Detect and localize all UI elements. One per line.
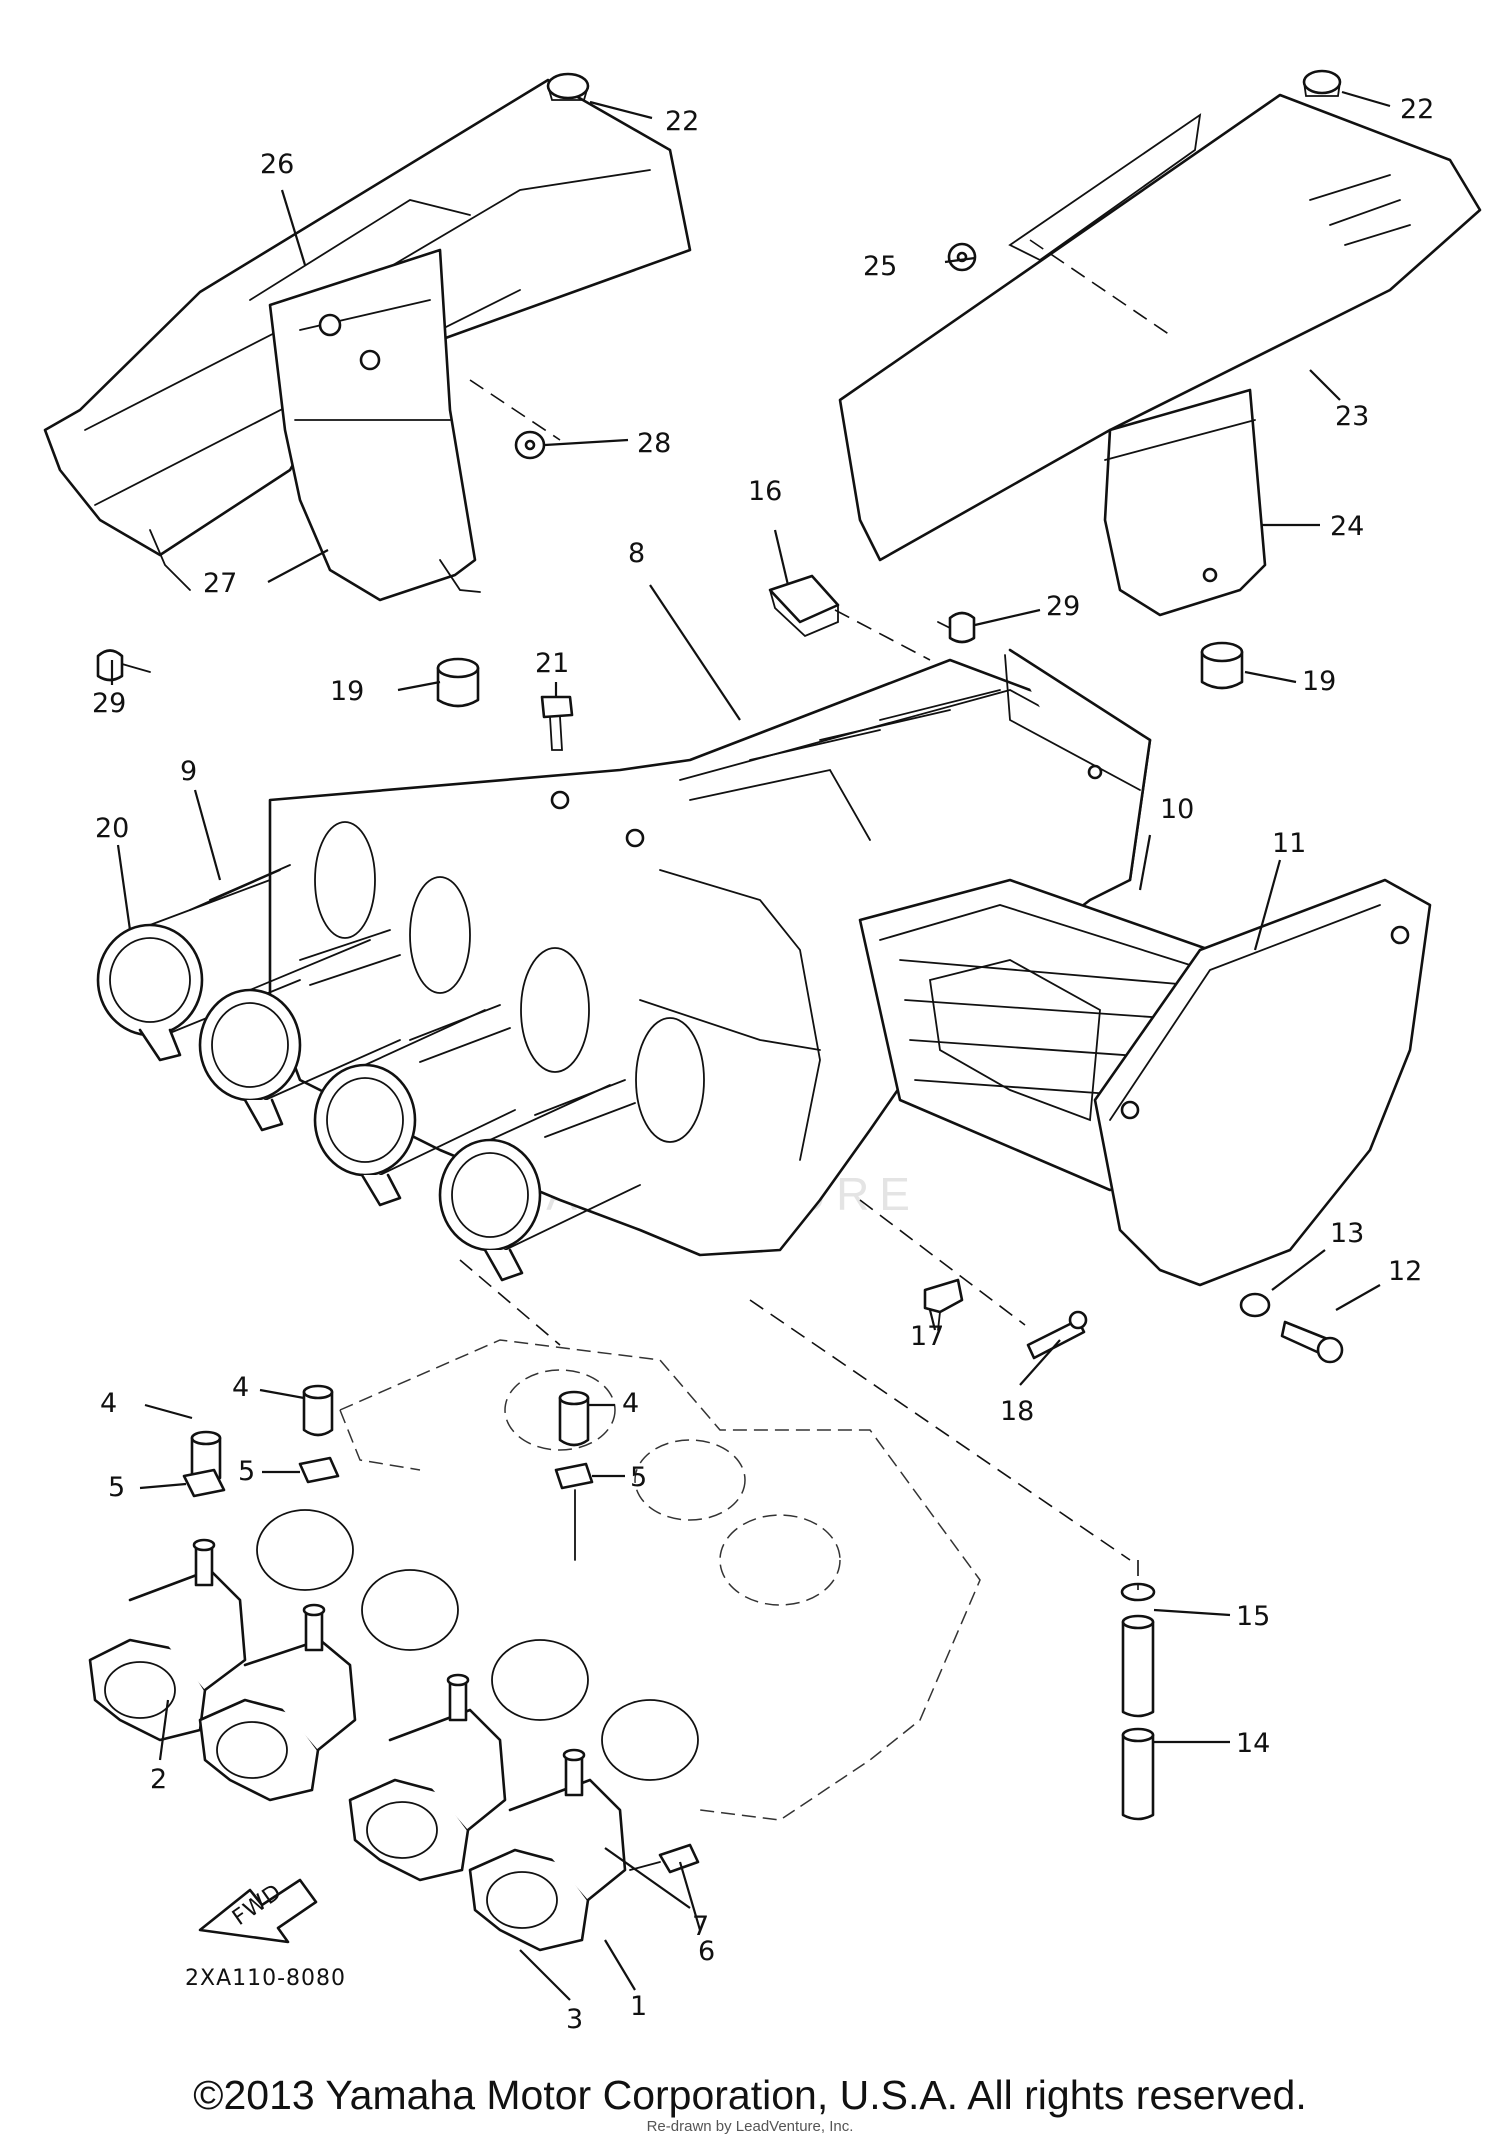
- right-side-cover: [838, 93, 1482, 617]
- hardware-top: [96, 69, 1342, 751]
- callout-29-left: 29: [92, 688, 126, 719]
- filter-fasteners: [923, 1278, 1344, 1364]
- callout-19-right: 19: [1302, 666, 1336, 697]
- callout-11: 11: [1272, 828, 1306, 859]
- callout-4-b: 4: [232, 1372, 249, 1403]
- assembly-dash-lines: [459, 239, 1171, 1590]
- hose-and-clamp: [1120, 1582, 1156, 1821]
- callout-21: 21: [535, 648, 569, 679]
- copyright-notice: ©2013 Yamaha Motor Corporation, U.S.A. A…: [193, 2072, 1307, 2118]
- callout-5-b: 5: [238, 1456, 255, 1487]
- intake-manifolds: FWD: [88, 1509, 700, 1952]
- air-filter-cover: [1093, 878, 1432, 1287]
- callout-6: 6: [698, 1936, 715, 1967]
- callout-4-a: 4: [100, 1388, 117, 1419]
- callout-14: 14: [1236, 1728, 1270, 1759]
- callout-labels: 22 22 26 25 23 28 24 16 8 27 29 29 21 19…: [92, 94, 1434, 2035]
- callout-10: 10: [1160, 794, 1194, 825]
- left-side-cover: [43, 78, 692, 602]
- callout-22-right: 22: [1400, 94, 1434, 125]
- callout-1: 1: [630, 1991, 647, 2022]
- callout-26: 26: [260, 149, 294, 180]
- callout-13: 13: [1330, 1218, 1364, 1249]
- redraw-credit: Re-drawn by LeadVenture, Inc.: [646, 2118, 854, 2135]
- callout-20: 20: [95, 813, 129, 844]
- callout-19-left: 19: [330, 676, 364, 707]
- callout-7: 7: [692, 1911, 709, 1942]
- callout-17: 17: [910, 1321, 944, 1352]
- leader-lines: [110, 90, 1391, 2001]
- callout-23: 23: [1335, 401, 1369, 432]
- callout-2: 2: [150, 1764, 167, 1795]
- drawing-code: 2XA110-8080: [185, 1966, 346, 1991]
- callout-4-c: 4: [622, 1388, 639, 1419]
- engine-outline-ghost: [339, 1339, 981, 1821]
- callout-28: 28: [637, 428, 671, 459]
- callout-25: 25: [863, 251, 897, 282]
- callout-9: 9: [180, 756, 197, 787]
- callout-22-left: 22: [665, 106, 699, 137]
- callout-27: 27: [203, 568, 237, 599]
- callout-16: 16: [748, 476, 782, 507]
- callout-8: 8: [628, 538, 645, 569]
- callout-5-a: 5: [108, 1472, 125, 1503]
- carburetor-joints: [96, 864, 641, 1282]
- callout-29-right: 29: [1046, 591, 1080, 622]
- caps-and-clips: [182, 1384, 594, 1561]
- callout-12: 12: [1388, 1256, 1422, 1287]
- callout-3: 3: [566, 2004, 583, 2035]
- callout-18: 18: [1000, 1396, 1034, 1427]
- callout-15: 15: [1236, 1601, 1270, 1632]
- callout-24: 24: [1330, 511, 1364, 542]
- callout-5-c: 5: [630, 1462, 647, 1493]
